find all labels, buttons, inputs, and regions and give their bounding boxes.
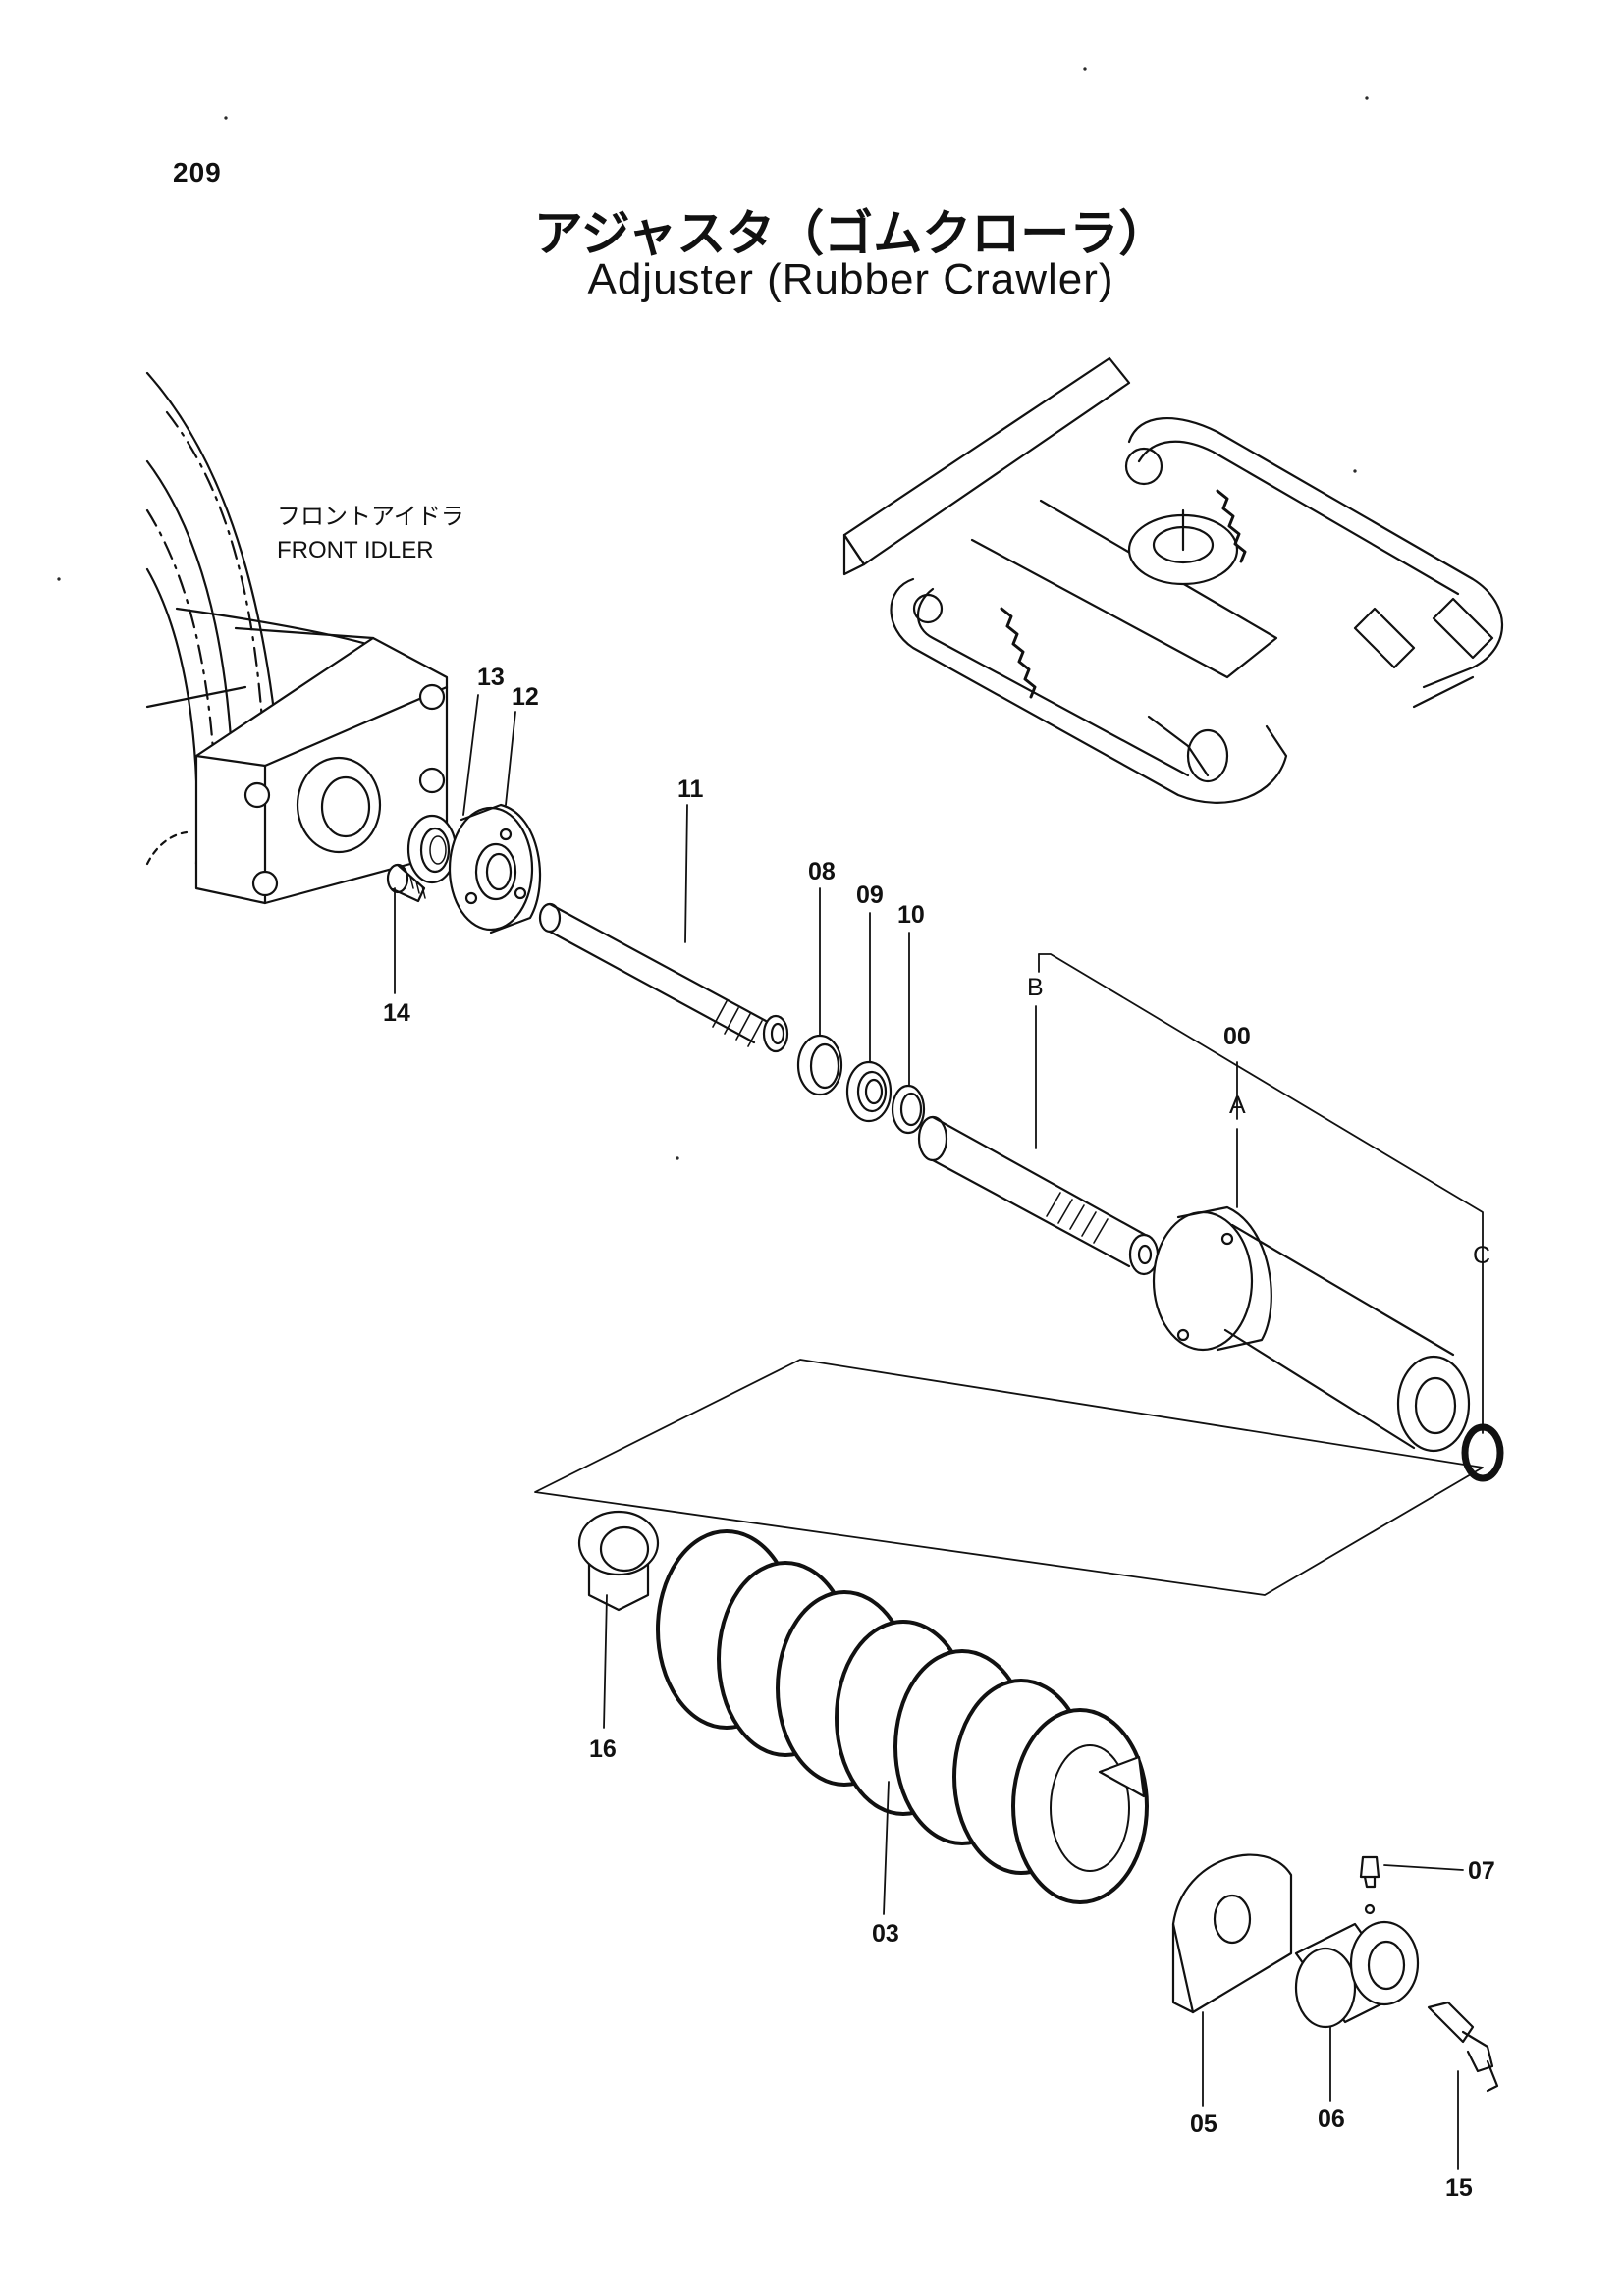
callout-11: 11 bbox=[677, 775, 704, 803]
part-16-collar bbox=[577, 1510, 660, 1612]
part-07-plug bbox=[1359, 1855, 1380, 1889]
leader-lines bbox=[394, 694, 1464, 2170]
part-08-ring bbox=[796, 1034, 843, 1096]
callout-a: A bbox=[1229, 1092, 1246, 1119]
part-b-piston-rod bbox=[917, 1115, 1160, 1276]
callout-16: 16 bbox=[589, 1735, 617, 1763]
assembly-lines bbox=[534, 953, 1484, 1596]
part-05-yoke bbox=[1171, 1853, 1293, 2014]
callout-03: 03 bbox=[872, 1920, 899, 1948]
part-10-ring bbox=[891, 1084, 926, 1135]
part-06-grease-cylinder bbox=[1294, 1903, 1420, 2029]
callout-15: 15 bbox=[1445, 2174, 1473, 2202]
title-japanese: アジャスタ（ゴムクローラ） bbox=[533, 205, 1168, 262]
callout-b: B bbox=[1027, 974, 1044, 1001]
callout-14: 14 bbox=[383, 999, 410, 1027]
part-a-cylinder bbox=[1152, 1205, 1471, 1453]
part-09-seal bbox=[845, 1060, 893, 1123]
part-12-flange bbox=[448, 803, 542, 934]
part-14-bolt bbox=[386, 863, 426, 903]
callout-10: 10 bbox=[897, 901, 925, 929]
callout-06: 06 bbox=[1318, 2106, 1345, 2133]
callout-c: C bbox=[1473, 1242, 1491, 1269]
scan-specks bbox=[57, 67, 1369, 1612]
callout-12: 12 bbox=[512, 683, 539, 711]
callout-09: 09 bbox=[856, 881, 884, 909]
callout-05: 05 bbox=[1190, 2110, 1217, 2138]
part-c-snap-ring bbox=[1461, 1423, 1504, 1482]
part-13-seal bbox=[406, 814, 458, 884]
callout-07: 07 bbox=[1468, 1857, 1495, 1885]
callout-13: 13 bbox=[477, 664, 505, 691]
callout-08: 08 bbox=[808, 858, 836, 885]
page-number: 209 bbox=[173, 157, 222, 187]
front-idler-label: フロントアイドラ FRONT IDLER bbox=[277, 501, 464, 567]
part-15-grease-valve bbox=[1427, 2001, 1499, 2093]
callout-00: 00 bbox=[1223, 1023, 1251, 1050]
part-11-rod bbox=[538, 902, 789, 1053]
front-idler-label-jp: フロントアイドラ bbox=[277, 504, 464, 530]
machine-overview-illustration bbox=[842, 356, 1504, 804]
title-english: Adjuster (Rubber Crawler) bbox=[587, 255, 1114, 303]
front-idler-label-en: FRONT IDLER bbox=[277, 537, 434, 563]
part-03-spring bbox=[656, 1529, 1149, 1904]
front-idler-illustration bbox=[145, 371, 449, 905]
